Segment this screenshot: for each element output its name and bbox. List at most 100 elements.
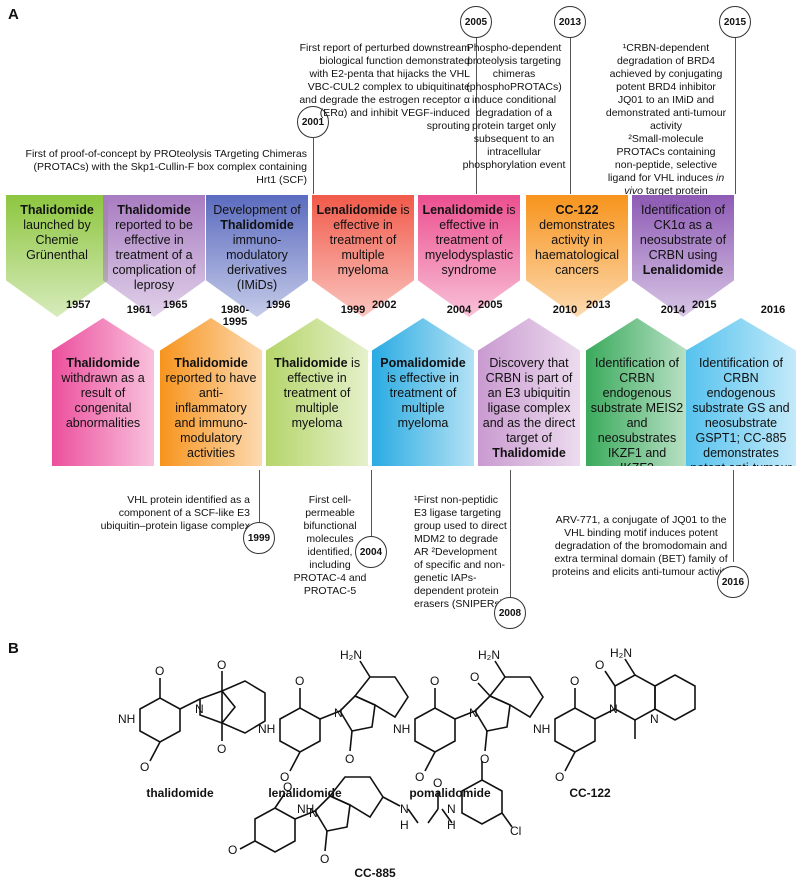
panel-b-label: B — [8, 640, 19, 657]
card-drug-name: Thalidomide — [174, 356, 248, 370]
timeline-card-2014: Identification of CRBN endogenous substr… — [586, 318, 688, 466]
note-2016: ARV-771, a conjugate of JQ01 to the VHL … — [552, 514, 730, 578]
card-year-2015: 2015 — [692, 299, 717, 311]
card-text: Identification of CRBN endogenous substr… — [590, 356, 684, 475]
connector-line — [371, 470, 372, 538]
card-drug-name: Thalidomide — [492, 446, 566, 460]
atom-label: Cl — [510, 824, 521, 838]
atom-label: NH — [258, 722, 275, 736]
note-2015-part2: ²Small-molecule PROTACs containing non-p… — [607, 133, 718, 184]
timeline-card-1980-1995: Thalidomide reported to have anti-inflam… — [160, 318, 262, 466]
card-drug-name: CC-122 — [555, 203, 599, 217]
molecule-name-cc122: CC-122 — [569, 786, 611, 800]
atom-label: N — [650, 712, 659, 726]
atom-label: N — [195, 702, 204, 716]
lenalidomide-structure — [279, 660, 409, 772]
timeline-card-1957: Thalidomide launched by Chemie Grünentha… — [6, 195, 108, 317]
card-text: is effective in treatment of myelodyspla… — [424, 203, 516, 277]
atom-label: H₂N — [478, 648, 500, 662]
atom-label: O — [228, 843, 237, 857]
note-2005: First report of perturbed downstream bio… — [299, 42, 470, 132]
year-circle-2013: 2013 — [554, 6, 586, 38]
card-year-1965: 1965 — [163, 299, 188, 311]
atom-label: O — [595, 658, 604, 672]
atom-label: N — [334, 706, 343, 720]
year-circle-1999: 1999 — [243, 522, 275, 554]
card-year-2016: 2016 — [760, 304, 786, 316]
card-drug-name: Lenalidomide — [642, 263, 724, 277]
card-drug-name: Lenalidomide — [422, 203, 504, 217]
atom-label: O — [295, 674, 304, 688]
cc885-structure — [239, 761, 513, 853]
molecule-name-thalidomide: thalidomide — [146, 786, 214, 800]
connector-line — [735, 36, 736, 194]
card-text: Identification of CRBN endogenous substr… — [690, 356, 792, 490]
card-year-2010: 2010 — [552, 304, 578, 316]
atom-label: N — [447, 802, 456, 816]
atom-label: H — [400, 818, 409, 832]
card-year-1996: 1996 — [266, 299, 291, 311]
note-2015-italic: in vivo — [624, 172, 725, 197]
card-drug-name: Thalidomide — [273, 356, 348, 370]
molecule-structures: O NH O N O O H₂N O NH O N O H₂N O O NH O… — [118, 646, 696, 866]
atom-label: O — [480, 752, 489, 766]
card-drug-name: Thalidomide — [220, 218, 294, 232]
atom-label: O — [155, 664, 164, 678]
timeline-card-2013: CC-122 demonstrates activity in haematol… — [526, 195, 628, 317]
note-2015: ¹CRBN-dependent degradation of BRD4 achi… — [605, 42, 727, 211]
card-text: withdrawn as a result of congenital abno… — [61, 371, 145, 430]
timeline-card-2004: Pomalidomide is effective in treatment o… — [372, 318, 474, 466]
connector-line — [259, 470, 260, 528]
card-year-2004: 2004 — [446, 304, 472, 316]
atom-label: O — [217, 742, 226, 756]
card-drug-name: Thalidomide — [66, 356, 140, 370]
card-year-2014: 2014 — [660, 304, 686, 316]
note-2008: ¹First non-peptidic E3 ligase targeting … — [414, 494, 507, 610]
thalidomide-structure — [139, 671, 266, 762]
molecule-name-pomalidomide: pomalidomide — [409, 786, 491, 800]
timeline-card-2002: Lenalidomide is effective in treatment o… — [312, 195, 414, 317]
atom-label: O — [430, 674, 439, 688]
atom-label: O — [415, 770, 424, 784]
card-text: reported to be effective in treatment of… — [112, 218, 196, 292]
card-text: reported to have anti-inflammatory and i… — [165, 371, 257, 460]
atom-label: O — [217, 658, 226, 672]
card-text: Development of — [213, 203, 301, 217]
connector-line — [510, 470, 511, 598]
card-drug-name: Lenalidomide — [316, 203, 398, 217]
atom-label: O — [283, 780, 292, 794]
note-2015-part1: ¹CRBN-dependent degradation of BRD4 achi… — [605, 42, 727, 132]
atom-label: O — [570, 674, 579, 688]
timeline-card-2015: Identification of CK1α as a neosubstrate… — [632, 195, 734, 317]
cc122-structure — [554, 658, 696, 772]
timeline-card-2010: Discovery that CRBN is part of an E3 ubi… — [478, 318, 580, 466]
note-2001: First of proof-of-concept by PROteolysis… — [25, 148, 307, 186]
molecule-name-lenalidomide: lenalidomide — [268, 786, 342, 800]
card-year-1961: 1961 — [126, 304, 152, 316]
year-circle-2001: 2001 — [297, 106, 329, 138]
atom-label: N — [400, 802, 409, 816]
year-circle-2008: 2008 — [494, 597, 526, 629]
card-year-1999: 1999 — [340, 304, 366, 316]
atom-label: NH — [393, 722, 410, 736]
timeline-card-2005: Lenalidomide is effective in treatment o… — [418, 195, 520, 317]
year-circle-2004: 2004 — [355, 536, 387, 568]
connector-line — [476, 36, 477, 194]
card-drug-name: Thalidomide — [20, 203, 94, 217]
atom-label: O — [433, 776, 442, 790]
timeline-card-1961: Thalidomide withdrawn as a result of con… — [52, 318, 154, 466]
atom-label: N — [309, 806, 318, 820]
connector-line — [733, 470, 734, 562]
molecule-name-cc885: CC-885 — [354, 866, 396, 880]
card-drug-name: Pomalidomide — [380, 356, 466, 370]
atom-label: O — [280, 770, 289, 784]
note-1999: VHL protein identified as a component of… — [100, 494, 250, 532]
atom-label: H₂N — [340, 648, 362, 662]
atom-label: N — [469, 706, 478, 720]
card-text: launched by Chemie Grünenthal — [23, 218, 91, 262]
atom-label: NH — [533, 722, 550, 736]
atom-label: O — [470, 670, 479, 684]
card-text: is effective in treatment of multiple my… — [386, 371, 460, 430]
atom-label: O — [140, 760, 149, 774]
timeline-card-1965: Thalidomide reported to be effective in … — [103, 195, 205, 317]
